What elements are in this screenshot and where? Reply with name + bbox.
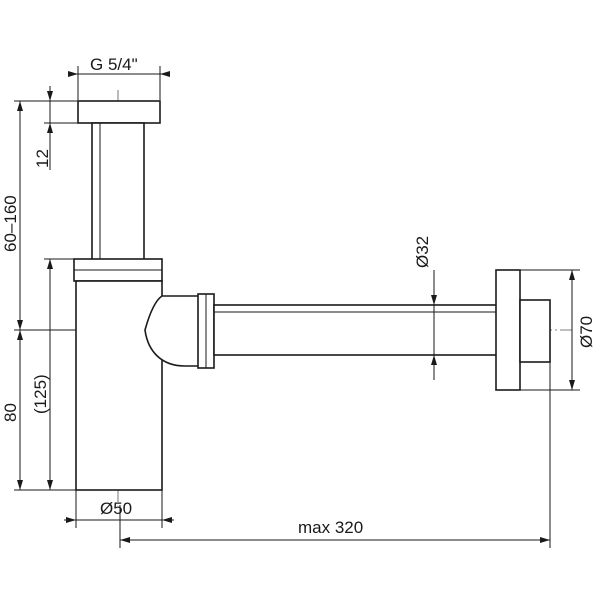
label-cap-height: 12 [33,149,52,168]
dim-lower-height-alt [44,258,74,490]
upper-tube [91,122,145,261]
dim-cap-height [44,86,78,170]
dim-body-diameter [64,490,174,528]
dim-thread [68,66,170,100]
wall-rosette [495,269,521,391]
dim-rosette-diameter [520,269,580,391]
wall-sleeve [519,299,551,363]
label-lower-height: 80 [1,403,20,422]
dim-max-length [119,362,551,548]
dim-pipe-diameter [431,270,437,380]
label-pipe-diameter: Ø32 [413,236,432,268]
trap-body [75,280,163,491]
label-thread: G 5/4" [90,55,138,74]
label-body-diameter: Ø50 [100,499,132,518]
dim-lower-height [14,330,76,491]
dim-adjust-range [14,100,76,331]
label-rosette-diameter: Ø70 [577,316,596,348]
label-lower-height-alt: (125) [31,374,50,414]
outlet-elbow [144,295,211,367]
label-max-length: max 320 [298,518,363,537]
label-adjust-range: 60–160 [1,195,20,252]
top-cap [77,100,161,124]
